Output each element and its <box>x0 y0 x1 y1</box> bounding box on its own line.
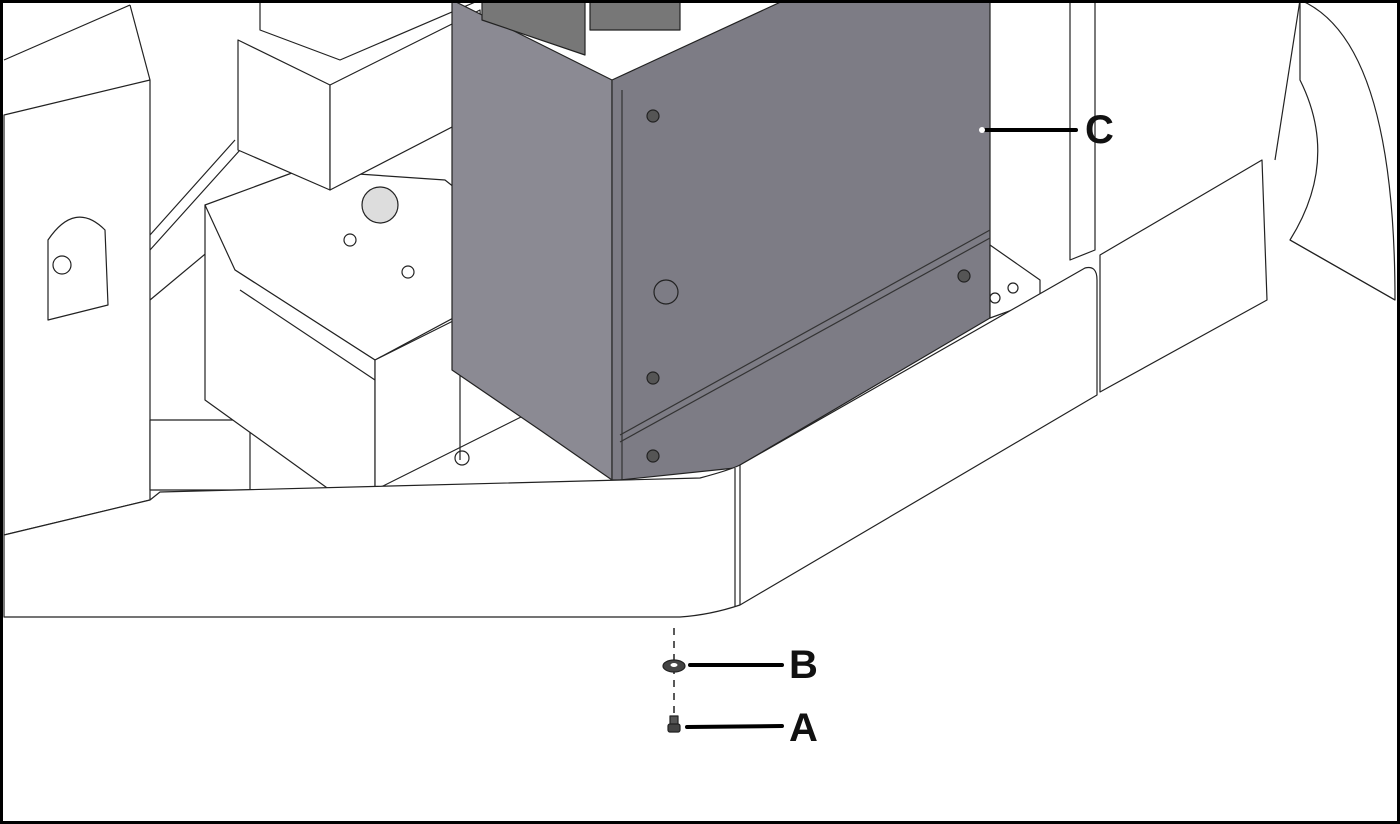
left-frame-structure <box>3 4 251 536</box>
front-bumper <box>3 266 1098 618</box>
leader-line-a <box>685 724 784 729</box>
callout-label-b: B <box>789 643 818 687</box>
right-side-panels <box>989 0 1396 393</box>
callout-label-c: C <box>1085 108 1114 152</box>
callout-label-a: A <box>789 706 818 750</box>
cover-panel-c <box>451 0 991 481</box>
fastener-assembly <box>662 628 686 733</box>
bolt-a-head <box>667 723 681 733</box>
